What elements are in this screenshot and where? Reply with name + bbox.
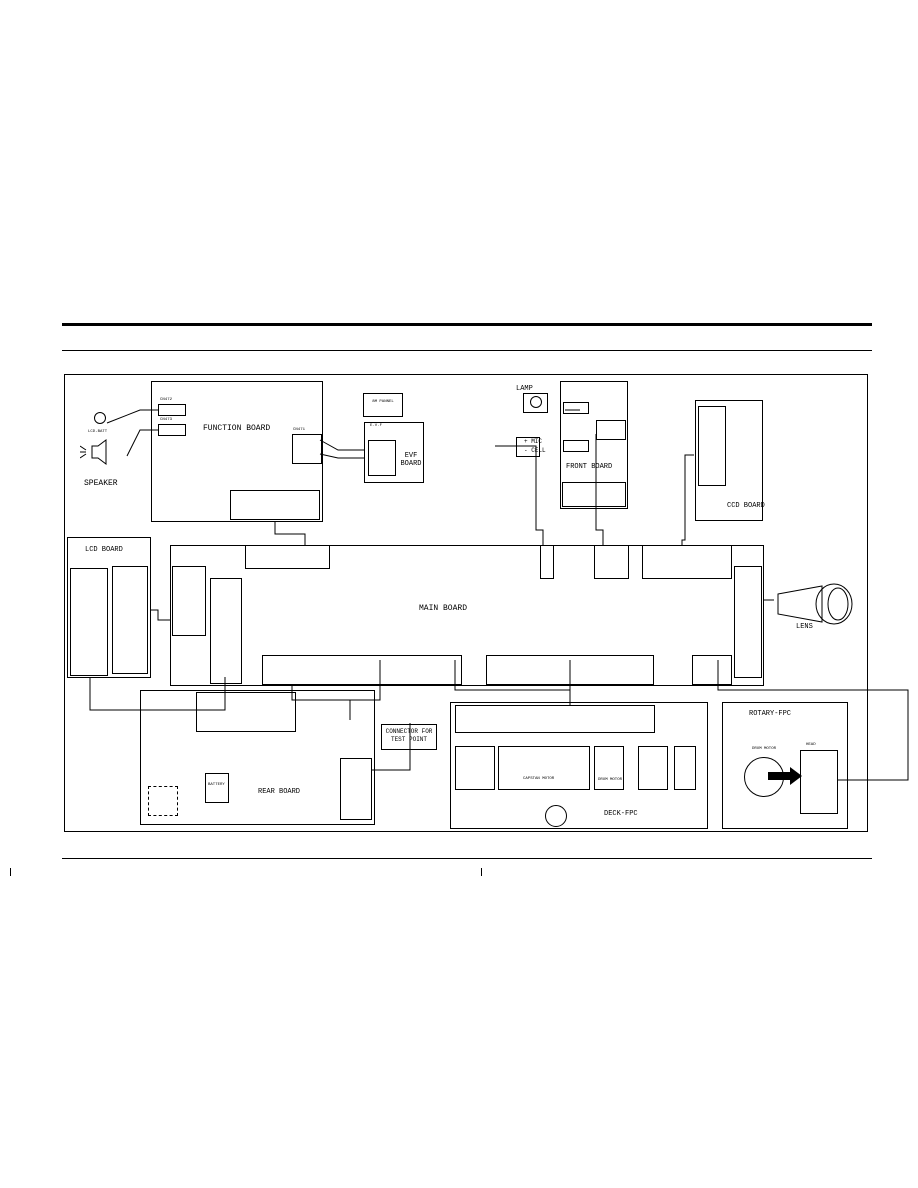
front-top-connector	[563, 402, 589, 414]
rotary-fpc	[722, 702, 848, 829]
lamp-housing	[523, 393, 548, 413]
speaker-icon	[80, 439, 107, 465]
ccd-board-label: CCD BOARD	[727, 502, 765, 510]
mic-plus-label: + MIC	[524, 438, 543, 445]
evf-board-label: EVF BOARD	[400, 452, 422, 468]
function-bottom-connector	[230, 490, 320, 520]
main-lcd-connector-a	[172, 566, 206, 636]
lens-label: LENS	[796, 623, 813, 631]
capstan-label: CAPSTAN MOTOR	[523, 777, 555, 781]
evf-connector	[368, 440, 396, 476]
main-board-label: MAIN BOARD	[419, 604, 468, 613]
function-board-label: FUNCTION BOARD	[203, 424, 271, 433]
main-board	[170, 545, 764, 686]
lcd-connector-b	[112, 566, 148, 674]
rear-board	[140, 690, 375, 825]
head-connector	[800, 750, 838, 814]
header-subrule	[62, 350, 872, 351]
battery-box	[205, 773, 229, 803]
deck-fpc	[450, 702, 708, 829]
cn471-label: CN471	[293, 428, 306, 432]
front-board-label: FRONT BOARD	[566, 463, 613, 471]
front-board	[560, 381, 628, 509]
lamp-label: LAMP	[516, 385, 533, 393]
front-model-table	[562, 482, 626, 507]
main-function-connector	[245, 545, 330, 569]
main-lcd-connector-b	[210, 578, 242, 684]
cn473-connector	[158, 424, 186, 436]
cn472-label: CN472	[160, 398, 173, 402]
cn473-label: CN473	[160, 418, 173, 422]
lamp-icon	[530, 396, 542, 408]
mic-minus-label: - CELL	[524, 447, 546, 454]
diagram-frame	[64, 374, 868, 832]
footer-rule	[62, 858, 872, 859]
earphone-jack-icon	[94, 412, 106, 424]
capstan-motor-icon	[545, 805, 567, 827]
rear-jack-group	[148, 786, 178, 816]
lcd-connector-a	[70, 568, 108, 676]
ccd-connector	[698, 406, 726, 486]
main-ccd-connector	[642, 545, 732, 579]
battery-label: BATTERY	[208, 783, 225, 787]
mic-housing	[516, 437, 540, 457]
deck-drum-connector	[594, 746, 624, 790]
cn472-connector	[158, 404, 186, 416]
main-rear-connector	[262, 655, 462, 685]
deck-lmotor-connector	[638, 746, 668, 790]
ccd-board	[695, 400, 763, 521]
rear-side-connector	[340, 758, 372, 820]
main-front-connector-b	[594, 545, 629, 579]
function-board	[151, 381, 323, 522]
rear-board-label: REAR BOARD	[258, 788, 301, 796]
front-left-connector	[563, 440, 589, 452]
rear-top-connector	[196, 692, 296, 732]
speaker-label: SPEAKER	[84, 479, 118, 488]
evf-board	[364, 422, 424, 483]
lcd-board	[67, 537, 151, 678]
main-rotary-connector	[692, 655, 732, 685]
deck-drum-label: DRUM MOTOR	[598, 778, 623, 782]
main-front-connector-a	[540, 545, 554, 579]
lens-icon	[777, 583, 853, 625]
arrow-right-icon	[768, 767, 802, 785]
deck-main-connector	[455, 705, 655, 733]
header-rule	[62, 323, 872, 326]
panel-label: 8M PANNEL	[372, 400, 394, 404]
test-point-box	[381, 724, 437, 750]
main-deck-connector	[486, 655, 654, 685]
drum-motor-label: DRUM MOTOR	[752, 747, 777, 751]
earphone-label: LCD-BATT	[88, 430, 108, 434]
deck-mode-connector	[674, 746, 696, 790]
deck-sensor-connector	[455, 746, 495, 790]
evf-parent-label: E.V.F	[370, 424, 383, 428]
front-right-connector	[596, 420, 626, 440]
crop-mark-center	[481, 868, 482, 876]
main-lens-connector	[734, 566, 762, 678]
deck-capstan-connector	[498, 746, 590, 790]
function-side-connector	[292, 434, 322, 464]
head-label: HEAD	[806, 743, 816, 747]
lcd-board-label: LCD BOARD	[85, 546, 123, 554]
deck-fpc-label: DECK-FPC	[604, 810, 638, 818]
rotary-fpc-label: ROTARY-FPC	[749, 710, 792, 718]
crop-mark-left	[10, 868, 11, 876]
panel-box	[363, 393, 403, 417]
test-point-label: CONNECTOR FOR TEST POINT	[385, 728, 433, 743]
